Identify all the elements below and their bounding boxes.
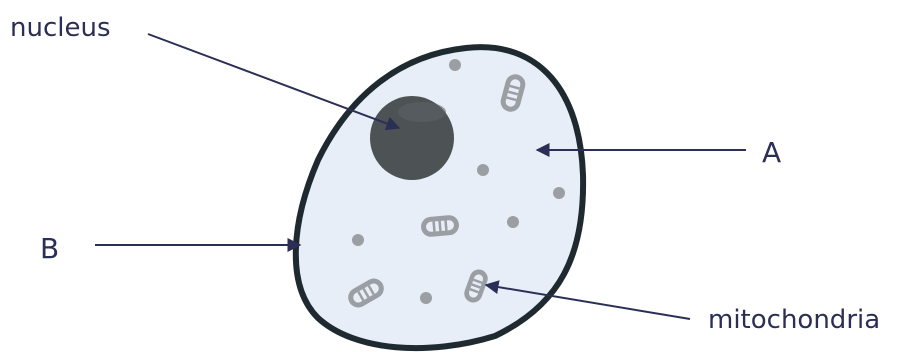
label-a: A — [762, 136, 781, 169]
nucleus-label: nucleus — [10, 13, 111, 43]
granule — [420, 292, 432, 304]
granule — [507, 216, 519, 228]
granule — [449, 59, 461, 71]
nucleus-pointer-arrow — [148, 34, 399, 128]
mitochondria-label: mitochondria — [708, 305, 880, 335]
nucleus-highlight — [398, 102, 446, 122]
granule — [477, 164, 489, 176]
cell-membrane — [296, 47, 583, 348]
label-b: B — [40, 232, 59, 265]
granule — [352, 234, 364, 246]
granule — [553, 187, 565, 199]
